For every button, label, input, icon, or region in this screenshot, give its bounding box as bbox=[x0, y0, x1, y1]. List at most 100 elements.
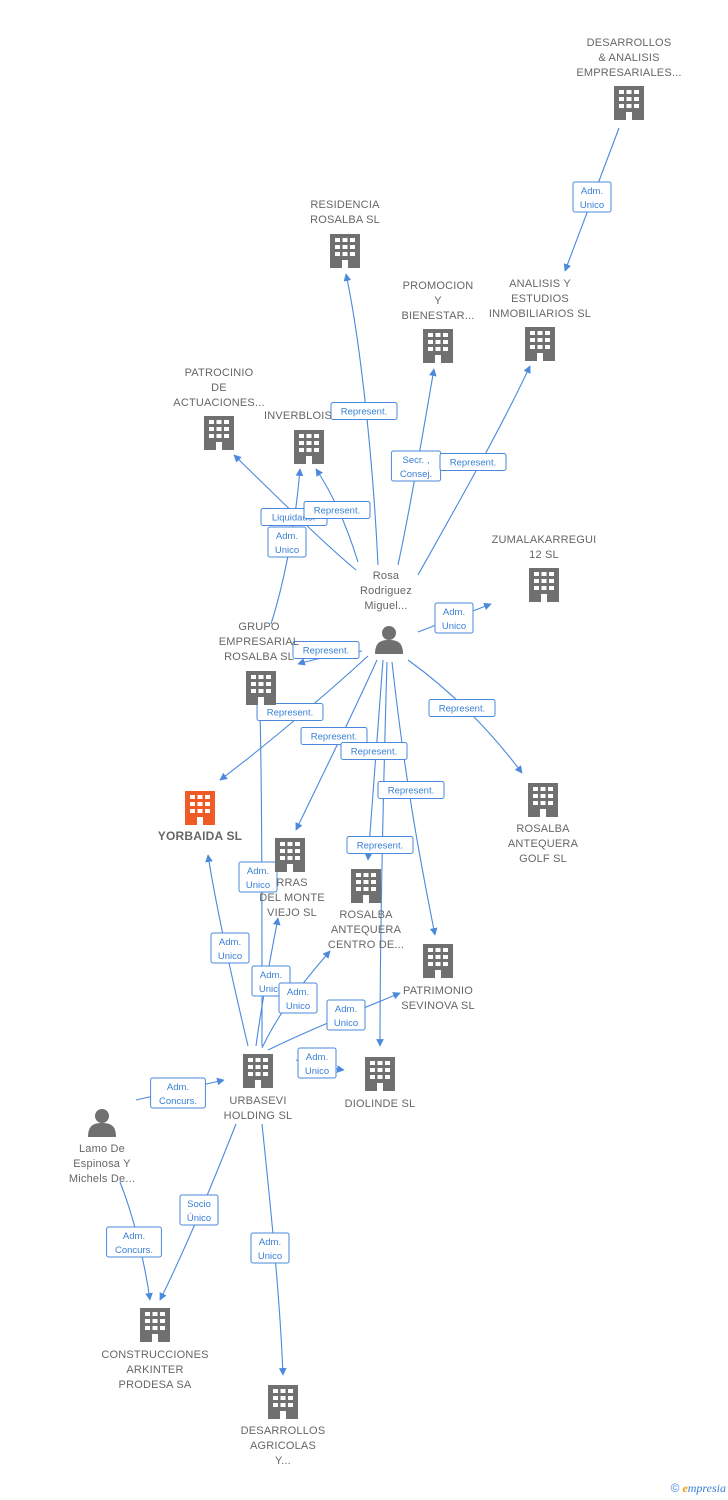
relation-label[interactable]: Adm. Unico bbox=[326, 999, 366, 1031]
relation-box bbox=[179, 1194, 219, 1226]
relation-text: Unico bbox=[286, 1001, 310, 1012]
node-label: Michels De... bbox=[69, 1173, 135, 1185]
relation-label[interactable]: Represent. bbox=[300, 727, 368, 745]
relation-label[interactable]: Adm.Unico bbox=[278, 982, 318, 1014]
copyright-icon: © bbox=[670, 1481, 680, 1495]
relation-text: Represent. bbox=[450, 458, 496, 469]
person-node[interactable]: RosaRodriguezMiguel... bbox=[360, 570, 412, 654]
node-label: CONSTRUCCIONES bbox=[101, 1349, 208, 1361]
node-label: INVERBLOIS bbox=[264, 410, 332, 422]
company-node[interactable]: DESARROLLOS & ANALISIS EMPRESARIALES... bbox=[576, 37, 681, 120]
relation-text: Adm. bbox=[335, 1004, 357, 1015]
relation-text: Unico bbox=[246, 880, 270, 891]
relation-label[interactable]: Adm.Concurs. bbox=[106, 1226, 162, 1258]
relation-text: Adm. bbox=[276, 531, 298, 542]
relation-label[interactable]: Adm. Unico bbox=[210, 932, 250, 964]
relation-text: Adm. bbox=[306, 1052, 328, 1063]
relation-text: Represent. bbox=[388, 786, 434, 797]
relation-box bbox=[439, 453, 507, 471]
company-node[interactable]: DESARROLLOSAGRICOLASY... bbox=[241, 1385, 326, 1467]
node-label: BIENESTAR... bbox=[401, 310, 474, 322]
relation-label[interactable]: Represent. bbox=[439, 453, 507, 471]
relation-label[interactable]: Adm.Unico bbox=[434, 602, 474, 634]
brand-footer[interactable]: ©empresia bbox=[671, 1481, 726, 1496]
node-label: DESARROLLOS bbox=[241, 1425, 326, 1437]
node-label: & ANALISIS bbox=[598, 52, 659, 64]
node-label: VIEJO SL bbox=[267, 907, 317, 919]
relation-text: Unico bbox=[334, 1018, 358, 1029]
company-node[interactable]: PATROCINIODEACTUACIONES... bbox=[173, 367, 265, 450]
node-label: EMPRESARIALES... bbox=[576, 67, 681, 79]
relation-label[interactable]: Represent. bbox=[303, 501, 371, 519]
relation-box bbox=[210, 932, 250, 964]
node-label: Espinosa Y bbox=[73, 1158, 131, 1170]
relation-text: Adm. bbox=[219, 937, 241, 948]
company-node[interactable]: PROMOCIONYBIENESTAR... bbox=[401, 280, 474, 363]
relation-text: Unico bbox=[258, 1251, 282, 1262]
brand-logo-initial: e bbox=[682, 1481, 688, 1495]
relation-label[interactable]: Adm.Concurs. bbox=[150, 1077, 206, 1109]
relation-text: Unico bbox=[275, 545, 299, 556]
relation-label[interactable]: Represent. bbox=[292, 641, 360, 659]
node-label: ESTUDIOS bbox=[511, 293, 569, 305]
node-label: Y bbox=[434, 295, 442, 307]
building-icon bbox=[185, 791, 215, 825]
relation-text: Adm. bbox=[260, 970, 282, 981]
node-label: DESARROLLOS bbox=[587, 37, 672, 49]
relation-box bbox=[572, 181, 612, 213]
relation-label[interactable]: Adm. Unico bbox=[267, 526, 307, 558]
relation-text: Liquidador bbox=[272, 513, 316, 524]
relation-text: Adm. bbox=[443, 607, 465, 618]
node-label: DIOLINDE SL bbox=[345, 1098, 416, 1110]
relation-edge bbox=[219, 655, 369, 781]
relation-box bbox=[297, 1047, 337, 1079]
node-label: Y... bbox=[275, 1455, 291, 1467]
relation-label[interactable]: Represent. bbox=[330, 402, 398, 420]
relation-text: Represent. bbox=[311, 732, 357, 743]
relation-label[interactable]: Represent. bbox=[377, 781, 445, 799]
company-node[interactable]: INVERBLOIS bbox=[264, 410, 332, 464]
node-label: ANTEQUERA bbox=[508, 838, 579, 850]
relation-box bbox=[330, 402, 398, 420]
building-icon bbox=[268, 1385, 298, 1419]
node-label: HOLDING SL bbox=[224, 1110, 293, 1122]
relation-text: Adm. bbox=[581, 186, 603, 197]
relation-box bbox=[106, 1226, 162, 1258]
node-label: PATROCINIO bbox=[185, 367, 254, 379]
building-icon bbox=[423, 944, 453, 978]
relation-label[interactable]: Adm.Unico bbox=[572, 181, 612, 213]
relation-text: Unico bbox=[218, 951, 242, 962]
relation-label[interactable]: Adm.Unico bbox=[238, 861, 278, 893]
company-node[interactable]: DIOLINDE SL bbox=[345, 1057, 416, 1110]
relation-box bbox=[278, 982, 318, 1014]
relation-text: Represent. bbox=[357, 841, 403, 852]
relation-label[interactable]: Represent. bbox=[428, 699, 496, 717]
relation-label[interactable]: Represent. bbox=[340, 742, 408, 760]
relation-label[interactable]: Represent. bbox=[346, 836, 414, 854]
relation-label[interactable]: Secr. ,Consej. bbox=[390, 450, 442, 482]
relation-edge bbox=[391, 661, 438, 936]
relation-text: Adm. bbox=[123, 1231, 145, 1242]
relation-text: Represent. bbox=[439, 704, 485, 715]
relation-label[interactable]: Adm.Unico bbox=[297, 1047, 337, 1079]
focus-company-node[interactable]: YORBAIDA SL bbox=[158, 791, 242, 843]
relation-box bbox=[303, 501, 371, 519]
relation-label[interactable]: Represent. bbox=[256, 703, 324, 721]
relation-text: Consej. bbox=[400, 469, 432, 480]
nodes-layer: DESARROLLOS & ANALISIS EMPRESARIALES... RES… bbox=[69, 37, 682, 1467]
relation-box bbox=[346, 836, 414, 854]
relation-label[interactable]: Adm.Unico bbox=[250, 1232, 290, 1264]
